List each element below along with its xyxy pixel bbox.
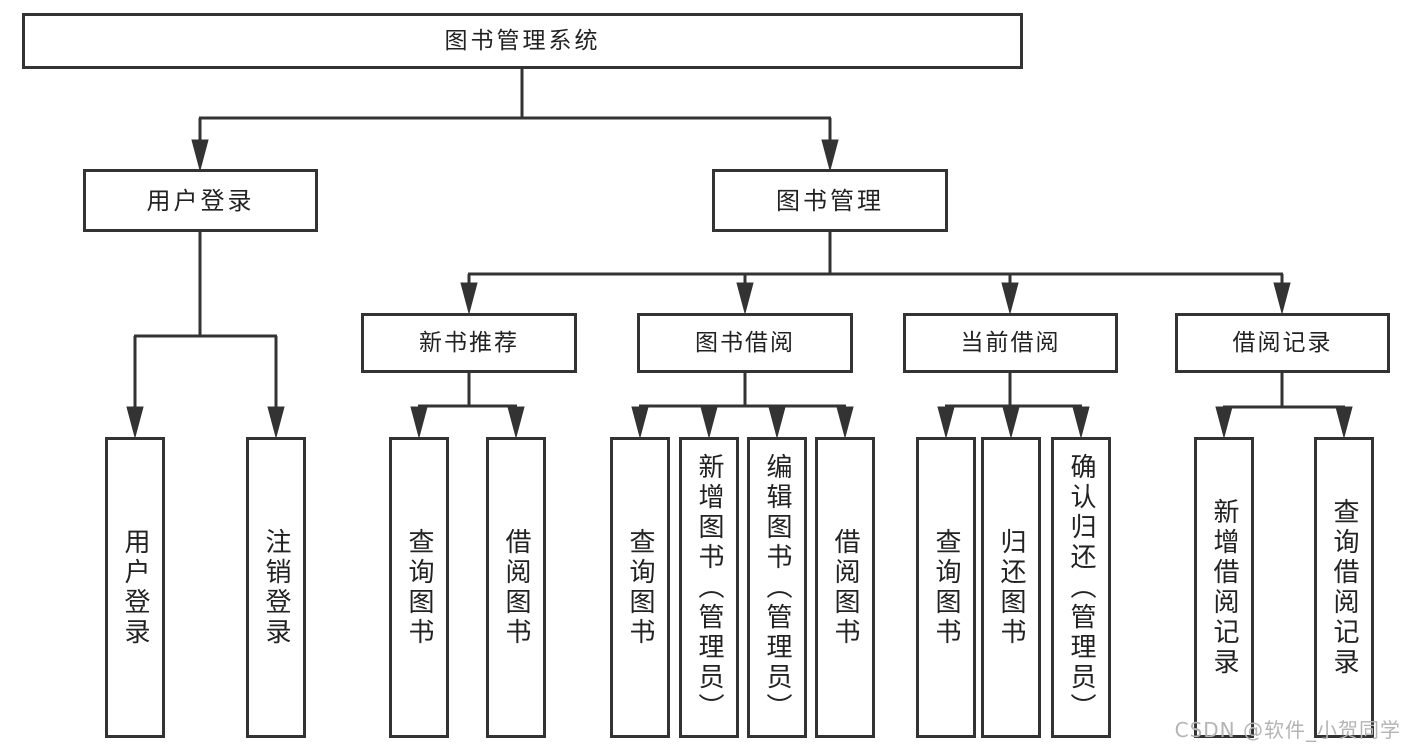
node-user-login: 用户登录 (83, 169, 318, 232)
leaf-borrow-books: 借阅图书 (815, 437, 875, 738)
leaf-borrow-books-recommend: 借阅图书 (486, 437, 546, 738)
leaf-user-login: 用户登录 (105, 437, 165, 738)
edge-current-borrowing-to-leaves (937, 373, 1090, 439)
node-borrowing-records: 借阅记录 (1175, 313, 1390, 373)
node-book-management: 图书管理 (712, 169, 948, 232)
edge-book-borrowing-to-leaves (631, 373, 854, 439)
edge-borrowing-records-to-leaves (1215, 373, 1353, 439)
leaf-add-book-admin: 新增图书（管理员） (679, 437, 739, 738)
leaf-edit-book-admin: 编辑图书（管理员） (747, 437, 807, 738)
edge-book-management-to-level2 (460, 231, 1291, 315)
edge-user-login-to-leaves (126, 231, 285, 439)
leaf-query-borrow-record: 查询借阅记录 (1314, 437, 1374, 738)
node-new-book-recommendation: 新书推荐 (361, 313, 577, 373)
leaf-logout: 注销登录 (246, 437, 306, 738)
node-library-management-system: 图书管理系统 (22, 13, 1023, 69)
node-current-borrowing: 当前借阅 (903, 313, 1118, 373)
leaf-confirm-return-admin: 确认归还（管理员） (1051, 437, 1111, 738)
edge-new-book-recommendation-to-leaves (410, 373, 525, 439)
leaf-add-borrow-record: 新增借阅记录 (1194, 437, 1254, 738)
leaf-query-books-borrow: 查询图书 (610, 437, 670, 738)
edge-root-to-level1 (191, 69, 839, 172)
leaf-query-books-current: 查询图书 (916, 437, 976, 738)
node-book-borrowing: 图书借阅 (637, 313, 853, 373)
leaf-return-book: 归还图书 (981, 437, 1041, 738)
leaf-query-books-recommend: 查询图书 (389, 437, 449, 738)
watermark-csdn: CSDN @软件_小贺同学 (1174, 718, 1401, 742)
